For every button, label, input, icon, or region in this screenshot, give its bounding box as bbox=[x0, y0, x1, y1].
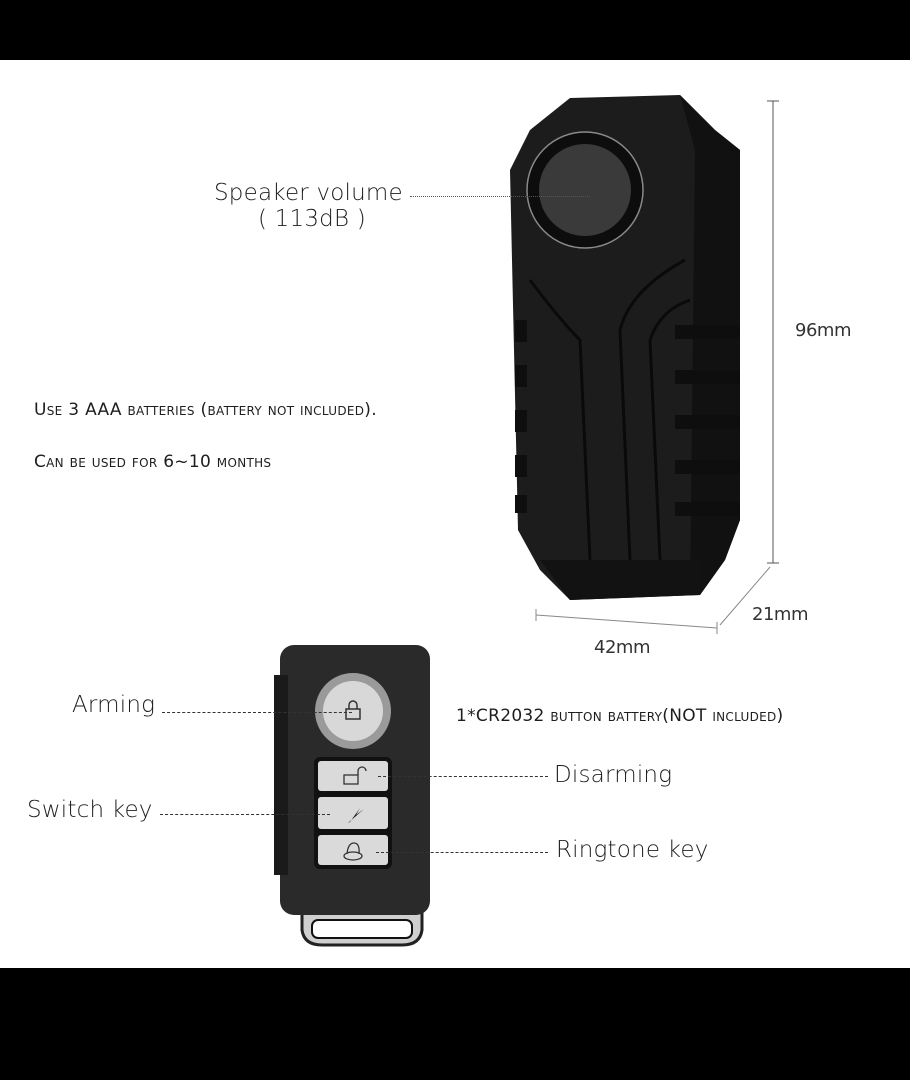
speaker-leader-line bbox=[410, 196, 590, 197]
switch-key-leader-line bbox=[160, 814, 330, 815]
remote-label-ringtone-key: Ringtone key bbox=[556, 837, 709, 863]
remote-fob-image bbox=[274, 645, 430, 947]
siren-duration-note: Can be used for 6~10 months bbox=[34, 452, 272, 472]
height-dimension: 96mm bbox=[795, 320, 851, 341]
remote-label-disarming: Disarming bbox=[554, 762, 673, 788]
disarming-leader-line bbox=[378, 776, 548, 777]
product-panel bbox=[0, 60, 910, 968]
speaker-volume-label: Speaker volume bbox=[214, 180, 403, 206]
siren-device-image bbox=[510, 95, 740, 600]
speaker-volume-value: ( 113dB ) bbox=[258, 206, 366, 232]
remote-label-arming: Arming bbox=[72, 692, 156, 718]
ringtone-leader-line bbox=[376, 852, 548, 853]
remote-battery-note: 1*CR2032 button battery(NOT included) bbox=[456, 706, 784, 726]
siren-battery-note: Use 3 AAA batteries (battery not include… bbox=[34, 400, 377, 420]
width-dimension: 42mm bbox=[594, 637, 650, 658]
depth-dimension: 21mm bbox=[752, 604, 808, 625]
arming-leader-line bbox=[162, 712, 352, 713]
remote-label-switch-key: Switch key bbox=[27, 797, 153, 823]
dimension-lines bbox=[535, 100, 779, 634]
